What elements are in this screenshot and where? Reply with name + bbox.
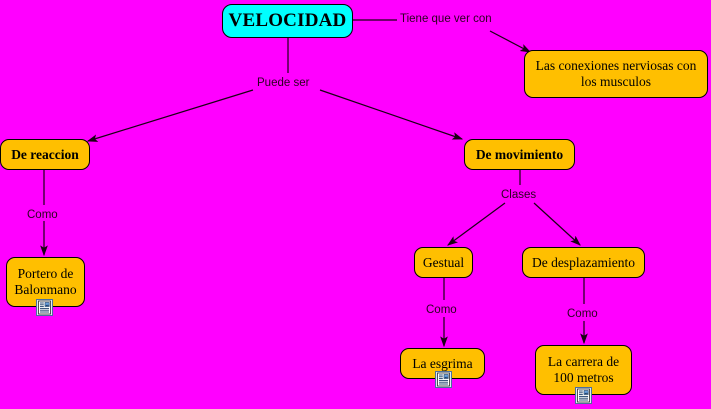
node-de-movimiento[interactable]: De movimiento	[464, 139, 575, 170]
node-velocidad[interactable]: VELOCIDAD	[222, 4, 353, 38]
connector-puede-to-reaccion	[86, 89, 254, 142]
connector-clases-to-gestual	[447, 202, 506, 246]
edge-label-tiene-que-ver-con: Tiene que ver con	[400, 13, 492, 25]
node-de-reaccion[interactable]: De reaccion	[0, 139, 90, 170]
node-conexiones[interactable]: Las conexiones nerviosas con los musculo…	[524, 50, 708, 98]
edge-label-como-desplazamiento: Como	[567, 308, 598, 320]
node-desplazamiento[interactable]: De desplazamiento	[522, 247, 645, 278]
connector-clases-to-desplazamiento	[533, 202, 581, 246]
node-portero[interactable]: Portero de Balonmano	[6, 257, 85, 307]
connector-tiene-to-conexiones	[489, 30, 532, 53]
edge-label-como-gestual: Como	[426, 304, 457, 316]
edge-label-como-reaccion: Como	[27, 209, 58, 221]
document-image-icon[interactable]	[36, 299, 53, 316]
node-gestual[interactable]: Gestual	[414, 247, 473, 278]
edge-label-puede-ser: Puede ser	[257, 77, 310, 89]
document-image-icon[interactable]	[575, 387, 592, 404]
edge-label-clases: Clases	[501, 189, 537, 201]
document-image-icon[interactable]	[435, 371, 452, 388]
connector-puede-to-movimiento	[319, 89, 464, 140]
